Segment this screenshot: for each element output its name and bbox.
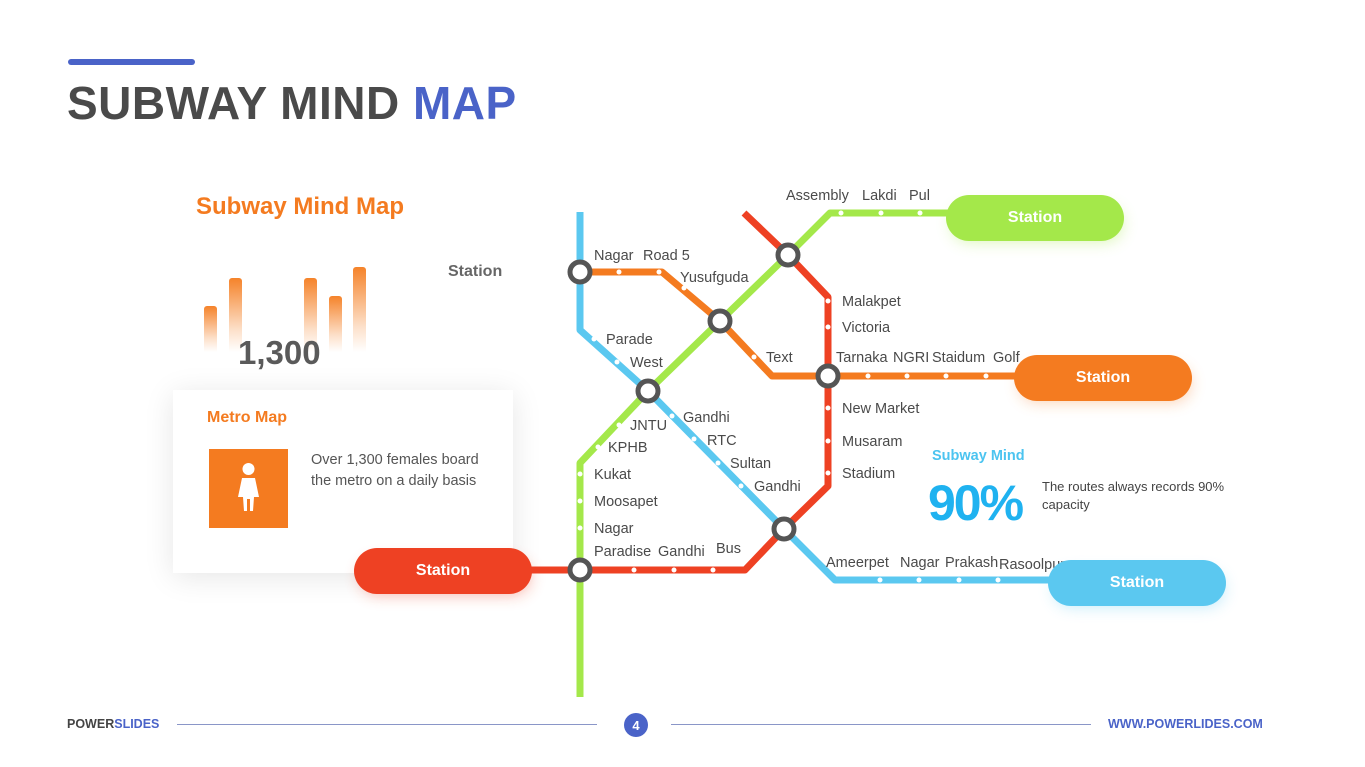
title-main: SUBWAY MIND: [67, 77, 400, 129]
section-subtitle: Subway Mind Map: [196, 193, 405, 220]
station-blue-sultan: Sultan: [730, 456, 771, 472]
green-station-pill[interactable]: Station: [946, 195, 1124, 241]
red-station-pill[interactable]: Station: [354, 548, 532, 594]
metro-map-card: Metro Map Over 1,300 females board the m…: [173, 390, 513, 573]
stats-title: Subway Mind: [932, 448, 1025, 464]
station-blue-gandhi: Gandhi: [683, 410, 730, 426]
station-blue-gandhi-2: Gandhi: [754, 479, 801, 495]
station-green-lakdi: Lakdi: [862, 188, 897, 204]
footer-brand-a: POWER: [67, 717, 115, 731]
station-green-assembly: Assembly: [786, 188, 850, 204]
decorative-bar: [229, 278, 242, 352]
station-orange-ngri: NGRI: [893, 350, 929, 366]
page-title: SUBWAY MIND MAP: [67, 76, 517, 130]
station-green-kukat: Kukat: [594, 467, 631, 483]
footer-brand: POWERSLIDES: [67, 717, 159, 731]
female-person-icon: [209, 449, 288, 528]
decorative-bar-chart: [200, 260, 370, 352]
station-orange-staidum: Staidum: [932, 350, 985, 366]
orange-station-pill[interactable]: Station: [1014, 355, 1192, 401]
big-number: 1,300: [238, 334, 321, 371]
blue-station-pill[interactable]: Station: [1048, 560, 1226, 606]
station-orange-tarnaka: Tarnaka: [836, 350, 889, 366]
station-blue-ameerpet: Ameerpet: [826, 555, 889, 571]
card-text: Over 1,300 females board the metro on a …: [311, 452, 479, 489]
station-dots: [577, 210, 1001, 583]
decorative-bar: [204, 306, 217, 352]
station-orange-road5: Road 5: [643, 248, 690, 264]
station-orange-nagar: Nagar: [594, 248, 634, 264]
station-green-jntu: JNTU: [630, 418, 667, 434]
station-red-stadium: Stadium: [842, 466, 895, 482]
decorative-bar: [329, 296, 342, 352]
station-orange-golf: Golf: [993, 350, 1021, 366]
footer-brand-b: SLIDES: [114, 717, 160, 731]
station-blue-prakash: Prakash: [945, 555, 998, 571]
stats-text: The routes always records 90% capacity: [1042, 479, 1225, 512]
title-accent: MAP: [412, 77, 517, 129]
station-green-nagar: Nagar: [594, 521, 634, 537]
station-orange-yusufguda: Yusufguda: [680, 270, 749, 286]
station-red-musaram: Musaram: [842, 434, 902, 450]
station-red-malakpet: Malakpet: [842, 294, 901, 310]
station-orange-text: Text: [766, 350, 793, 366]
station-blue-parade: Parade: [606, 332, 653, 348]
footer-divider-left: [177, 724, 597, 725]
station-red-victoria: Victoria: [842, 320, 891, 336]
station-green-kphb: KPHB: [608, 440, 648, 456]
red-line: [360, 210, 832, 574]
stats-percent: 90%: [928, 475, 1024, 531]
station-label: Station: [448, 263, 503, 280]
title-accent-bar: [68, 59, 195, 65]
footer-divider-right: [671, 724, 1091, 725]
station-red-bus: Bus: [716, 541, 741, 557]
station-green-pul: Pul: [909, 188, 930, 204]
station-blue-nagar: Nagar: [900, 555, 940, 571]
decorative-bar: [304, 278, 317, 352]
footer-url[interactable]: WWW.POWERLIDES.COM: [1108, 717, 1263, 731]
decorative-bar: [353, 267, 366, 352]
blue-line: [576, 212, 1055, 584]
station-red-gandhi: Gandhi: [658, 544, 705, 560]
card-title: Metro Map: [207, 409, 287, 426]
page-number: 4: [624, 713, 648, 737]
station-green-moosapet: Moosapet: [594, 494, 658, 510]
station-blue-west: West: [630, 355, 663, 371]
interchanges: [567, 242, 841, 583]
station-blue-rtc: RTC: [707, 433, 737, 449]
station-green-paradise: Paradise: [594, 544, 651, 560]
station-red-new-market: New Market: [842, 401, 919, 417]
